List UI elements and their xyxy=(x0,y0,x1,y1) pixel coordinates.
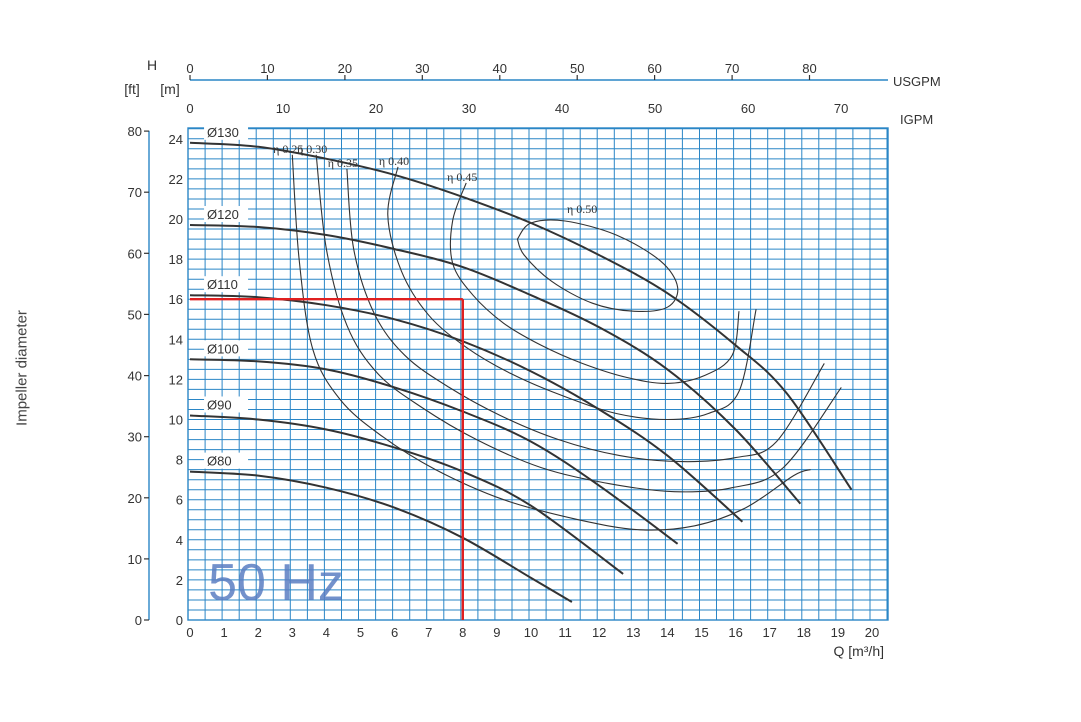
y-tick-label-ft: 80 xyxy=(128,124,142,139)
usgpm-tick-label: 40 xyxy=(493,61,507,76)
impeller-curve xyxy=(189,358,679,545)
impeller-label-bg xyxy=(204,123,249,140)
x-tick-label: 1 xyxy=(220,625,227,640)
efficiency-label: η 0.30 xyxy=(297,142,327,156)
y-side-label: Impeller diameter xyxy=(13,310,31,426)
impeller-curve xyxy=(189,470,573,603)
y-tick-label-m: 4 xyxy=(176,533,183,548)
igpm-tick-label: 60 xyxy=(741,101,755,116)
igpm-tick-label: 30 xyxy=(462,101,476,116)
y-tick-label-ft: 50 xyxy=(128,307,142,322)
igpm-tick-label: 70 xyxy=(834,101,848,116)
y-tick-label-m: 8 xyxy=(176,453,183,468)
usgpm-tick-label: 10 xyxy=(260,61,274,76)
x-tick-label: 18 xyxy=(797,625,811,640)
x-tick-label: 0 xyxy=(186,625,193,640)
x-tick-label: 14 xyxy=(660,625,674,640)
efficiency-loop-label: η 0.50 xyxy=(567,202,597,216)
igpm-tick-label: 10 xyxy=(276,101,290,116)
x-tick-label: 4 xyxy=(323,625,330,640)
igpm-tick-label: 20 xyxy=(369,101,383,116)
y-tick-label-ft: 0 xyxy=(135,613,142,628)
impeller-curve xyxy=(189,224,802,505)
y-tick-label-m: 20 xyxy=(169,212,183,227)
impeller-label: Ø130 xyxy=(207,125,239,140)
efficiency-curve xyxy=(387,166,757,421)
y-tick-label-m: 10 xyxy=(169,413,183,428)
usgpm-tick-label: 30 xyxy=(415,61,429,76)
usgpm-tick-label: 50 xyxy=(570,61,584,76)
x-tick-label: 12 xyxy=(592,625,606,640)
x-tick-label: 7 xyxy=(425,625,432,640)
impeller-curve xyxy=(189,414,624,575)
y-axis-title-ft: [ft] xyxy=(124,81,140,97)
watermark-50hz: 50 Hz xyxy=(208,554,344,612)
impeller-label: Ø80 xyxy=(207,454,232,469)
x-tick-label: 13 xyxy=(626,625,640,640)
x-tick-label: 16 xyxy=(728,625,742,640)
efficiency-label: η 0.40 xyxy=(379,154,409,168)
x-tick-label: 17 xyxy=(762,625,776,640)
y-axis-title-m: [m] xyxy=(160,81,179,97)
y-tick-label-m: 22 xyxy=(169,172,183,187)
y-tick-label-m: 18 xyxy=(169,252,183,267)
impeller-label: Ø110 xyxy=(207,277,238,292)
efficiency-curve xyxy=(291,154,811,531)
igpm-axis-title: IGPM xyxy=(900,112,933,127)
igpm-tick-label: 40 xyxy=(555,101,569,116)
y-axis-title-h: H xyxy=(147,57,157,73)
efficiency-label: η 0.45 xyxy=(447,170,477,184)
y-tick-label-ft: 30 xyxy=(128,430,142,445)
y-tick-label-m: 14 xyxy=(169,332,183,347)
y-tick-label-m: 2 xyxy=(176,573,183,588)
y-tick-label-m: 12 xyxy=(169,372,183,387)
impeller-label-bg xyxy=(204,452,249,469)
impeller-label: Ø120 xyxy=(207,207,239,222)
x-axis-title: Q [m³/h] xyxy=(833,643,884,659)
y-tick-label-ft: 10 xyxy=(128,552,142,567)
y-tick-label-m: 0 xyxy=(176,613,183,628)
x-tick-label: 3 xyxy=(289,625,296,640)
x-tick-label: 5 xyxy=(357,625,364,640)
impeller-label-bg xyxy=(204,340,249,357)
impeller-label: Ø90 xyxy=(207,397,232,412)
x-tick-label: 6 xyxy=(391,625,398,640)
x-tick-label: 15 xyxy=(694,625,708,640)
impeller-curve xyxy=(189,141,853,491)
usgpm-tick-label: 80 xyxy=(802,61,816,76)
efficiency-curve xyxy=(346,168,825,463)
igpm-tick-label: 50 xyxy=(648,101,662,116)
x-tick-label: 19 xyxy=(831,625,845,640)
y-tick-label-ft: 40 xyxy=(128,369,142,384)
impeller-label-bg xyxy=(204,396,249,413)
usgpm-axis-title: USGPM xyxy=(893,74,941,89)
x-tick-label: 11 xyxy=(558,625,572,640)
usgpm-tick-label: 0 xyxy=(186,61,193,76)
impeller-label-bg xyxy=(204,276,249,293)
y-tick-label-ft: 20 xyxy=(128,491,142,506)
usgpm-tick-label: 20 xyxy=(338,61,352,76)
x-tick-label: 20 xyxy=(865,625,879,640)
x-tick-label: 2 xyxy=(255,625,262,640)
x-tick-label: 10 xyxy=(524,625,538,640)
usgpm-tick-label: 60 xyxy=(647,61,661,76)
x-tick-label: 8 xyxy=(459,625,466,640)
igpm-tick-label: 0 xyxy=(186,101,193,116)
y-tick-label-m: 16 xyxy=(169,292,183,307)
usgpm-tick-label: 70 xyxy=(725,61,739,76)
plot-frame xyxy=(187,127,889,621)
impeller-label-bg xyxy=(204,206,249,223)
y-tick-label-ft: 70 xyxy=(128,185,142,200)
impeller-label: Ø100 xyxy=(207,341,239,356)
y-tick-label-ft: 60 xyxy=(128,246,142,261)
x-tick-label: 9 xyxy=(493,625,500,640)
y-tick-label-m: 24 xyxy=(169,132,183,147)
y-tick-label-m: 6 xyxy=(176,493,183,508)
efficiency-curve xyxy=(449,182,740,384)
